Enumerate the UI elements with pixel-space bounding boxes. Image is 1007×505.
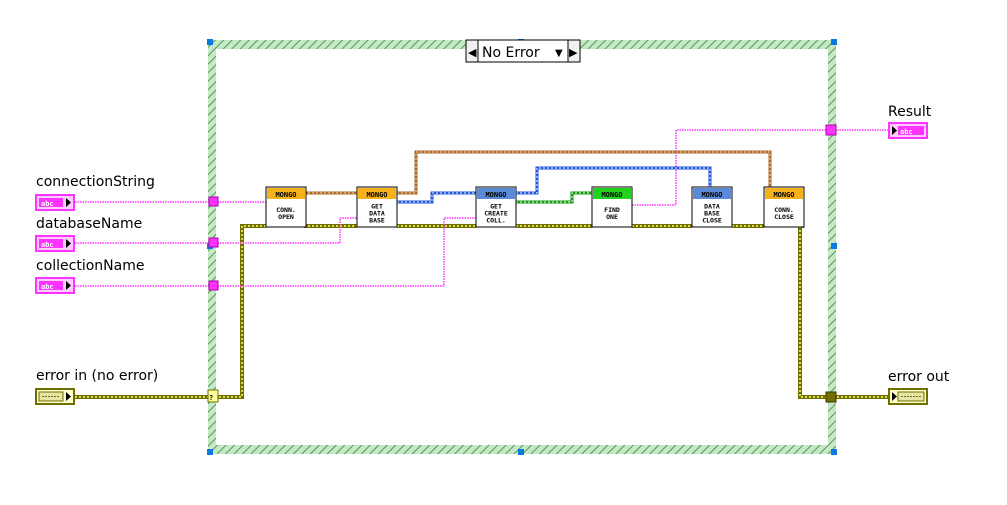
string-glyph: abc [41,241,54,249]
subvi-header-band [693,188,731,199]
collection-name-wire [75,217,476,287]
subvi-header-text: MONGO [485,191,506,199]
subvi-header-text: MONGO [773,191,794,199]
resize-handle-br[interactable] [831,449,837,455]
collection-name-label: collectionName [36,258,144,274]
subvi-caption-line: CONN. [276,206,296,214]
case-selector-label: No Error [482,45,540,61]
subvi-caption-line: BASE [369,217,385,225]
right-arrow-icon: ▶ [569,46,578,59]
error-out-label: error out [888,369,950,385]
left-arrow-icon: ◀ [468,46,477,59]
resize-handle-tl[interactable] [207,39,213,45]
database-name-wire [75,217,357,244]
subvi-header-text: MONGO [366,191,387,199]
resize-handle-right[interactable] [831,243,837,249]
subvi-header-band [765,188,803,199]
subvi-header-text: MONGO [601,191,622,199]
control-collection-name[interactable]: collectionName abc [35,258,144,294]
arrow-right-icon [892,126,897,135]
tunnel-collection-name[interactable] [208,280,219,291]
result-label: Result [888,104,932,120]
subvi-caption-line: CREATE [484,210,508,218]
subvi-header-band [593,188,631,199]
connection-string-label: connectionString [36,174,155,190]
subvi-caption-line: CONN. [774,206,794,214]
indicator-error-out[interactable]: error out [888,369,950,405]
subvi-header-text: MONGO [701,191,722,199]
subvi-caption-line: GET [371,203,383,211]
error-in-label: error in (no error) [36,368,158,384]
case-structure[interactable]: ◀ No Error ▼ ▶ [207,39,837,455]
resize-handle-bl[interactable] [207,449,213,455]
subvi-conn-close[interactable]: MONGO CONN.CLOSE [763,186,805,228]
control-connection-string[interactable]: connectionString abc [35,174,155,211]
subvi-header-band [358,188,396,199]
subvi-caption-line: CLOSE [774,213,794,221]
resize-handle-bottom[interactable] [518,449,524,455]
arrow-right-icon [66,392,71,401]
arrow-right-icon [66,281,71,290]
subvi-nodes: MONGOCONN.OPENMONGOGETDATABASEMONGOGETCR… [265,186,805,228]
subvi-caption-line: DATA [369,210,385,218]
subvi-caption-line: ONE [606,213,618,221]
control-error-in[interactable]: error in (no error) [35,368,158,405]
subvi-caption-line: BASE [704,210,720,218]
subvi-caption-line: CLOSE [702,217,722,225]
arrow-right-icon [66,239,71,248]
database-reference-wire[interactable] [397,166,712,204]
tunnel-error-out[interactable] [825,391,837,403]
subvi-caption-line: GET [490,203,502,211]
case-prev-button[interactable] [465,39,479,63]
tunnel-connection-string[interactable] [208,196,219,207]
resize-handle-tr[interactable] [831,39,837,45]
client-reference-wire[interactable] [304,150,772,195]
subvi-caption-line: DATA [704,203,720,211]
tunnel-result[interactable] [825,124,837,136]
indicator-result[interactable]: Result abc [888,104,932,139]
arrow-right-icon [66,198,71,207]
case-selector[interactable]: ◀ No Error ▼ ▶ [465,39,581,63]
chevron-down-icon: ▼ [555,48,563,59]
string-glyph: abc [900,128,913,136]
collection-reference-wire[interactable] [516,191,592,204]
tunnel-database-name[interactable] [208,237,219,248]
question-icon: ? [209,394,213,402]
subvi-header-band [267,188,305,199]
tunnels: ? [207,124,837,403]
subvi-caption-line: COLL. [486,217,506,225]
case-selector-terminal[interactable] [207,389,219,403]
database-name-label: databaseName [36,216,142,232]
case-next-button[interactable] [567,39,581,63]
control-database-name[interactable]: databaseName abc [35,216,142,252]
case-interior [216,49,828,445]
arrow-right-icon [892,392,897,401]
subvi-header-band [477,188,515,199]
string-glyph: abc [41,200,54,208]
subvi-caption-line: OPEN [278,213,294,221]
string-glyph: abc [41,283,54,291]
subvi-conn-open[interactable]: MONGO CONN.OPEN [265,186,307,228]
subvi-caption-line: FIND [604,206,620,214]
subvi-header-text: MONGO [275,191,296,199]
